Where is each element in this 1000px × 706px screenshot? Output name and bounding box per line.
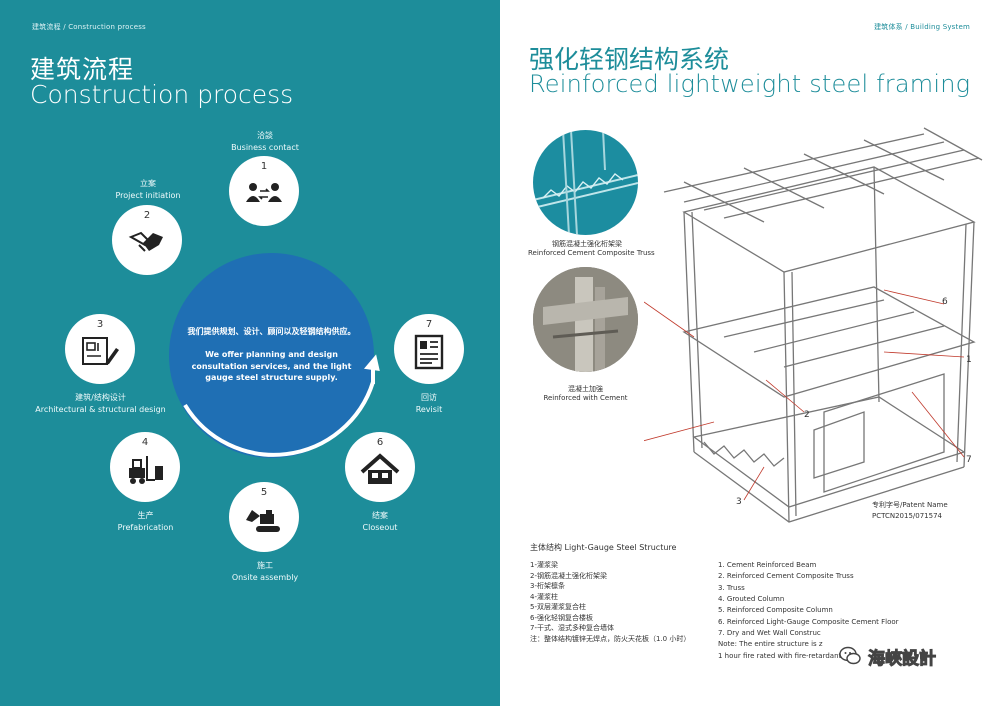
callout-3: 3 (736, 497, 742, 507)
business-contact-icon (246, 183, 282, 202)
breadcrumb: 建筑流程 / Construction process (32, 23, 146, 31)
center-text-en: We offer planning and design consultatio… (191, 350, 352, 383)
step-2-circle: 2 (112, 205, 182, 275)
wechat-icon (839, 646, 861, 665)
truss-detail-image (533, 130, 638, 235)
callout-1: 1 (966, 355, 972, 365)
right-page: 建筑体系 / Building System 强化轻钢结构系统 Reinforc… (500, 0, 1000, 706)
step-3-circle: 3 (65, 314, 135, 384)
left-page: 建筑流程 / Construction process 建筑流程 Constru… (0, 0, 500, 706)
callout-6: 6 (942, 297, 948, 307)
legend-cn: 1-灌浆梁 2-钢筋混凝土强化桁架梁 3-桁架檩条 4-灌浆柱 5-双层灌浆复合… (530, 561, 691, 643)
blueprint-icon (82, 337, 119, 365)
cement-detail-image (533, 267, 638, 372)
step-5-circle: 5 (229, 482, 299, 552)
page-title-cn: 建筑流程 (30, 55, 135, 84)
page-title-en: Reinforced lightweight steel framing (529, 70, 971, 98)
handshake-icon (128, 231, 163, 252)
house-icon (360, 453, 400, 484)
legend-title: 主体结构 Light-Gauge Steel Structure (530, 543, 677, 552)
watermark-text: 海峽設計 (868, 648, 937, 669)
step-4-circle: 4 (110, 432, 180, 502)
breadcrumb: 建筑体系 / Building System (874, 23, 970, 31)
document-icon (414, 334, 444, 370)
steel-frame-diagram: 4 1 6 2 5 7 3 (644, 127, 983, 523)
callout-7: 7 (966, 455, 972, 465)
step-6-circle: 6 (345, 432, 415, 502)
center-circle: 我们提供规划、设计、顾问以及轻钢结构供应。 We offer planning … (169, 253, 374, 458)
process-arrow (183, 354, 380, 457)
forklift-icon (129, 456, 163, 484)
excavator-icon (246, 510, 280, 532)
page-title-cn: 强化轻钢结构系统 (529, 45, 730, 74)
watermark: 海峽設計 (838, 642, 937, 670)
step-1-circle: 1 (229, 156, 299, 226)
step-7-circle: 7 (394, 314, 464, 384)
callout-2: 2 (804, 410, 810, 420)
legend-en: 1. Cement Reinforced Beam 2. Reinforced … (718, 561, 899, 660)
center-text-cn: 我们提供规划、设计、顾问以及轻钢结构供应。 (187, 326, 356, 336)
page-title-en: Construction process (30, 80, 294, 109)
